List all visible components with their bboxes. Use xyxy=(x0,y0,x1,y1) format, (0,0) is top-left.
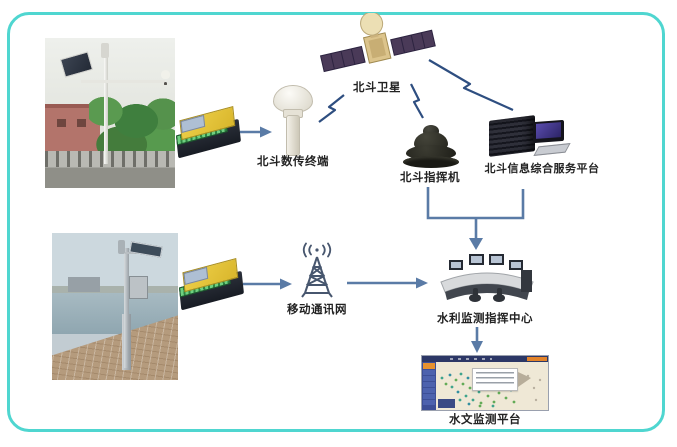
equipment-cabinet-graphic xyxy=(128,275,148,299)
cell-tower-icon xyxy=(301,242,333,298)
topbar-menu-text xyxy=(450,358,492,360)
railing-graphic xyxy=(45,150,175,167)
screenshot-topbar xyxy=(422,356,548,362)
distant-building-graphic xyxy=(68,277,100,292)
server-keyboard xyxy=(533,143,571,156)
service-platform-label: 北斗信息综合服务平台 xyxy=(484,163,600,175)
solar-panel-graphic xyxy=(59,50,93,78)
sidebar-item xyxy=(423,394,435,399)
server-monitor-screen xyxy=(536,122,561,139)
server-rack xyxy=(489,115,535,157)
beidou-antenna-graphic xyxy=(271,85,313,156)
hydrology-platform-label: 水文监测平台 xyxy=(449,414,521,426)
beidou-command-dome-graphic xyxy=(401,125,461,170)
command-center-console-graphic xyxy=(440,254,534,302)
horizon-graphic xyxy=(52,285,178,294)
rtu-screen xyxy=(180,114,206,134)
mobile-network-label: 移动通讯网 xyxy=(287,304,347,316)
siren-dome-graphic xyxy=(160,69,170,79)
mast-graphic xyxy=(123,247,129,369)
screenshot-map xyxy=(436,362,548,410)
data-terminal-label: 北斗数传终端 xyxy=(257,156,329,168)
sidebar-item xyxy=(423,376,435,381)
map-popup xyxy=(472,368,518,391)
sensor-pole-graphic xyxy=(103,47,108,164)
sidebar-item xyxy=(423,388,435,393)
sidebar-item xyxy=(423,400,435,405)
screenshot-sidebar xyxy=(422,362,436,410)
topbar-orange-button xyxy=(527,357,547,361)
dome-base xyxy=(403,156,459,168)
sidebar-item xyxy=(423,382,435,387)
field-station-photo-top xyxy=(45,38,175,188)
command-center-label: 水利监测指挥中心 xyxy=(437,313,533,325)
rtu-terminal-device-bottom xyxy=(177,257,247,312)
solar-panel-graphic xyxy=(129,241,163,258)
map-region-polygon xyxy=(518,372,531,387)
border-frame xyxy=(7,12,665,432)
sidebar-item-active xyxy=(423,363,435,369)
rtu-terminal-device-top xyxy=(174,105,244,160)
field-station-photo-bottom xyxy=(52,233,178,380)
satellite-label: 北斗卫星 xyxy=(353,82,401,94)
sensor-crossarm-graphic xyxy=(81,80,165,83)
antenna-stem xyxy=(286,115,300,156)
command-machine-label: 北斗指挥机 xyxy=(400,172,460,184)
rtu-screen xyxy=(183,266,209,286)
hydrology-platform-screenshot xyxy=(421,355,549,411)
sidebar-item xyxy=(423,370,435,375)
server-platform-graphic xyxy=(487,114,575,158)
map-legend-box xyxy=(438,399,455,408)
antenna-cap xyxy=(273,85,313,113)
antenna-cylinder-graphic xyxy=(100,43,109,59)
beidou-satellite-graphic xyxy=(319,13,436,73)
antenna-cylinder-graphic xyxy=(118,240,126,255)
